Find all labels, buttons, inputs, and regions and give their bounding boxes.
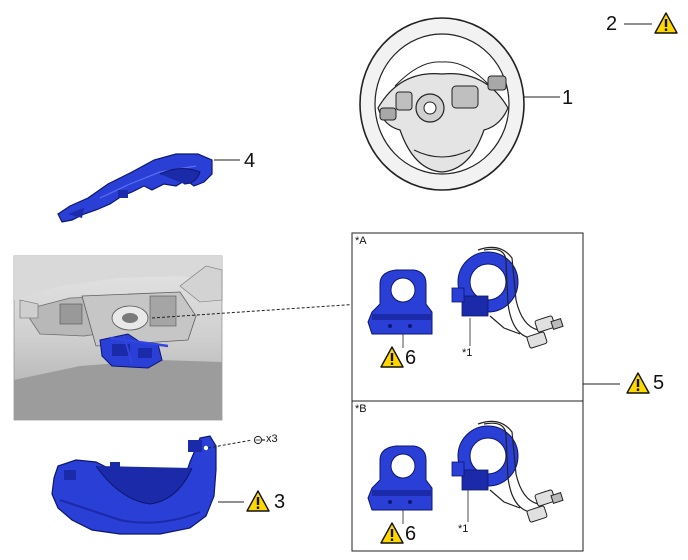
callout-sensor-a: 6 [405,347,417,369]
spiral-cable-b [451,420,564,523]
steering-sensor-a [367,269,433,335]
spiral-cable-a [451,246,564,349]
upper-column-cover [57,153,213,223]
callout-spiral-cable: 5 [653,372,665,394]
callout-steering-wheel: 1 [562,87,574,109]
panel-a-tag: *A [355,235,367,247]
panel-b-tag: *B [355,403,367,415]
steering-wheel [359,17,525,191]
callout-upper-cover: 4 [244,150,256,172]
screw-icon [253,435,265,445]
steering-sensor-b [367,445,433,511]
callout-sensor-b: 6 [405,523,417,545]
column-installed-photo [13,255,223,421]
panel-b-note: *1 [458,523,469,535]
callout-item-2: 2 [606,13,618,35]
warning-triangle-icon [246,490,270,512]
callout-lower-cover: 3 [274,491,286,513]
warning-triangle-icon [654,12,678,34]
lower-column-cover [51,435,217,535]
warning-triangle-icon [626,372,650,394]
panel-a-note: *1 [462,347,473,359]
screw-quantity: x3 [266,433,278,445]
